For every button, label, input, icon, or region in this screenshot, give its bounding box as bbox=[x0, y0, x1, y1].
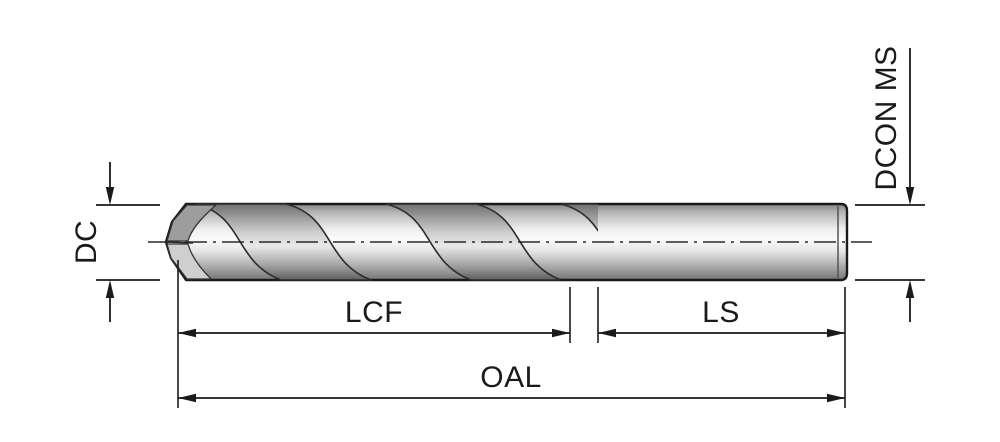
oal-dimension bbox=[178, 393, 845, 403]
ls-label: LS bbox=[702, 296, 740, 329]
dc-label: DC bbox=[70, 220, 103, 264]
drill-tip bbox=[165, 204, 217, 280]
oal-label: OAL bbox=[480, 361, 542, 394]
ls-dimension bbox=[598, 328, 845, 338]
arrow-down-icon bbox=[905, 187, 915, 205]
arrow-right-icon bbox=[827, 393, 845, 403]
arrow-up-icon bbox=[905, 280, 915, 298]
arrow-left-icon bbox=[178, 393, 196, 403]
dc-dimension bbox=[96, 162, 160, 322]
arrow-down-icon bbox=[105, 187, 115, 205]
lcf-dimension bbox=[178, 328, 570, 338]
lcf-label: LCF bbox=[345, 296, 403, 329]
arrow-right-icon bbox=[552, 328, 570, 338]
drill-drawing bbox=[164, 202, 849, 282]
arrow-left-icon bbox=[178, 328, 196, 338]
dcon-dimension bbox=[855, 48, 925, 322]
arrow-up-icon bbox=[105, 280, 115, 298]
arrow-left-icon bbox=[598, 328, 616, 338]
dcon-label: DCON MS bbox=[870, 45, 903, 190]
arrow-right-icon bbox=[827, 328, 845, 338]
